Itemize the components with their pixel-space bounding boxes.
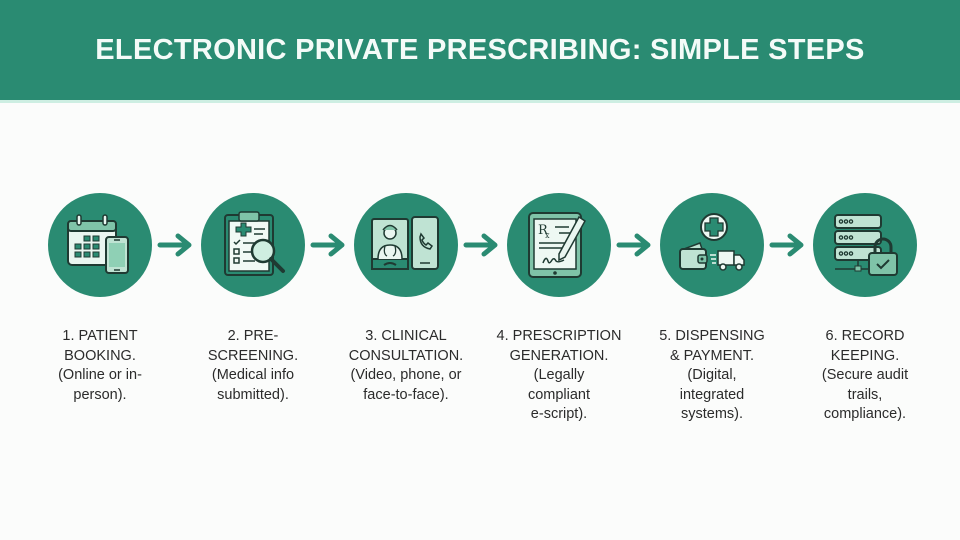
step-5-circle	[660, 193, 764, 297]
step-1-label: 1. PATIENT BOOKING. (Online or in- perso…	[25, 327, 175, 405]
step-6-desc-line-3: compliance).	[823, 406, 907, 422]
step-4-title-line-1: 4. PRESCRIPTION	[496, 328, 622, 344]
step-6-circle	[813, 193, 917, 297]
step-5-title-line-1: 5. DISPENSING	[659, 328, 765, 344]
header-banner: ELECTRONIC PRIVATE PRESCRIBING: SIMPLE S…	[0, 0, 960, 103]
step-1-circle	[48, 193, 152, 297]
clipboard-magnifier-icon	[224, 211, 285, 276]
step-6-desc-line-2: trails,	[847, 386, 883, 403]
step-4-title-line-2: GENERATION.	[509, 347, 609, 364]
step-4-desc-line-1: (Legally	[533, 367, 585, 383]
step-3-desc-line-2: face-to-face).	[363, 386, 449, 403]
step-3-desc-line-1: (Video, phone, or	[350, 367, 462, 383]
step-4-desc-line-3: e-script).	[530, 406, 588, 422]
step-2-label: 2. PRE- SCREENING. (Medical info submitt…	[178, 327, 328, 405]
step-2-desc-line-2: submitted).	[217, 386, 289, 403]
step-3-title-line-2: CONSULTATION.	[348, 347, 464, 364]
step-5-desc-line-3: systems).	[680, 406, 744, 422]
step-3-title-line-1: 3. CLINICAL	[365, 328, 447, 344]
step-5-label: 5. DISPENSING & PAYMENT. (Digital, integ…	[637, 327, 787, 425]
tablet-rx-signature-icon: R x	[528, 212, 586, 278]
page-title: ELECTRONIC PRIVATE PRESCRIBING: SIMPLE S…	[95, 33, 865, 66]
arrow-right-icon	[157, 233, 192, 257]
calendar-phone-icon	[67, 214, 129, 274]
arrow-right-icon	[616, 233, 651, 257]
step-5-desc-line-1: (Digital,	[687, 367, 737, 383]
step-2-circle	[201, 193, 305, 297]
wallet-delivery-cross-icon	[679, 213, 745, 271]
step-1-desc-line-2: person).	[73, 386, 127, 403]
arrow-right-icon	[310, 233, 345, 257]
arrow-right-icon	[769, 233, 804, 257]
step-3-label: 3. CLINICAL CONSULTATION. (Video, phone,…	[331, 327, 481, 405]
svg-text:x: x	[545, 231, 550, 240]
arrow-right-icon	[463, 233, 498, 257]
step-3-circle	[354, 193, 458, 297]
doctor-video-call-icon	[371, 216, 439, 270]
step-4-label: 4. PRESCRIPTION GENERATION. (Legally com…	[484, 327, 634, 425]
step-1-desc-line-1: (Online or in-	[58, 367, 142, 383]
step-6-title-line-2: KEEPING.	[830, 347, 900, 364]
step-6-title-line-1: 6. RECORD	[825, 328, 905, 344]
step-4-circle: R x	[507, 193, 611, 297]
svg-text:R: R	[538, 223, 549, 238]
step-5-desc-line-2: integrated	[679, 386, 745, 403]
step-5-title-line-2: & PAYMENT.	[669, 347, 755, 364]
step-2-desc-line-1: (Medical info	[211, 367, 295, 383]
step-6-desc-line-1: (Secure audit	[821, 367, 909, 383]
step-6-label: 6. RECORD KEEPING. (Secure audit trails,…	[790, 327, 940, 425]
step-2-title-line-2: SCREENING.	[207, 347, 299, 364]
step-1-title-line-1: 1. PATIENT	[62, 328, 138, 344]
server-lock-icon	[834, 214, 898, 276]
step-1-title-line-2: BOOKING.	[64, 347, 136, 364]
step-2-title-line-1: 2. PRE-	[227, 328, 279, 344]
step-4-desc-line-2: compliant	[527, 386, 591, 403]
